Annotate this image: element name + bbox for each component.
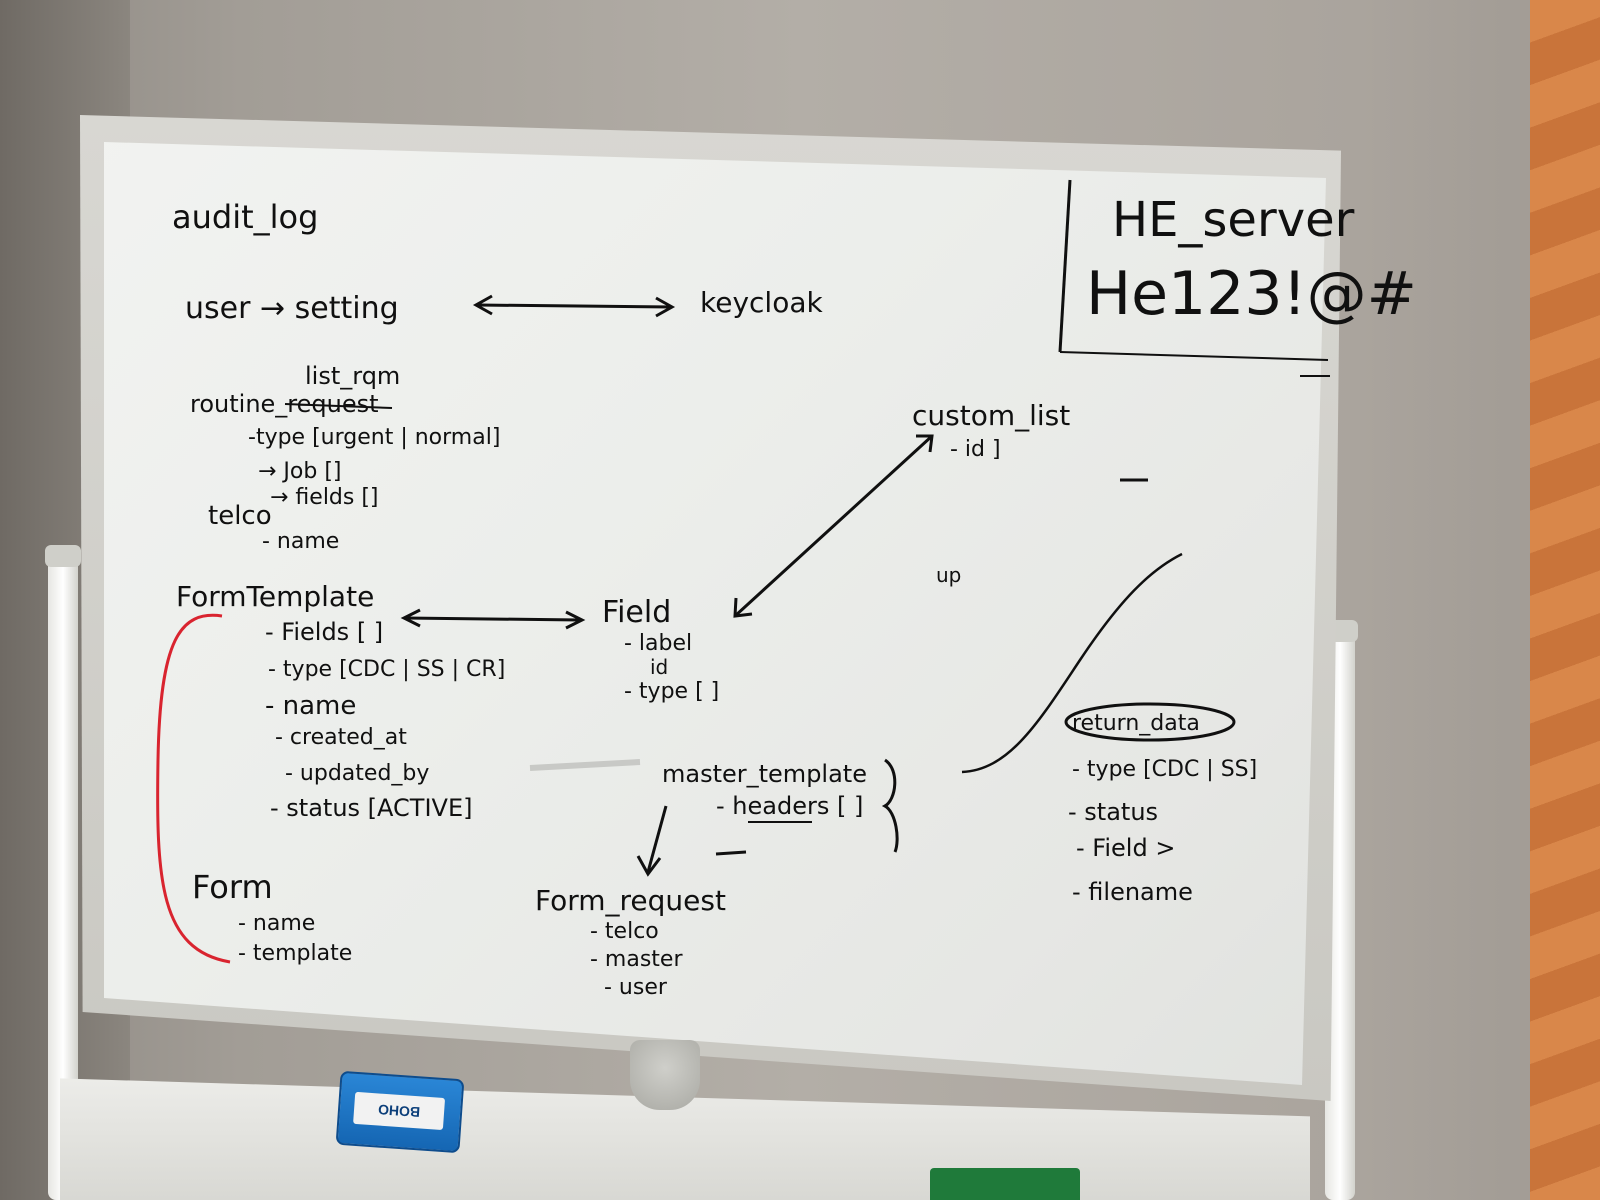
note-keycloak: keycloak bbox=[700, 286, 823, 319]
note-job: → Job [] bbox=[258, 459, 342, 484]
arrowhead-left bbox=[400, 608, 421, 628]
note-rd-type: - type [CDC | SS] bbox=[1072, 757, 1257, 782]
note-fr-telco: - telco bbox=[590, 919, 659, 944]
arrowhead-right bbox=[655, 296, 676, 318]
arrowhead-right bbox=[565, 610, 586, 630]
note-form-template: FormTemplate bbox=[176, 580, 374, 613]
circle-return-data bbox=[1064, 702, 1236, 742]
note-rd-filename: - filename bbox=[1072, 878, 1193, 906]
note-custom-list-id: - id ] bbox=[950, 437, 1001, 462]
note-fr-user: - user bbox=[604, 975, 668, 1000]
arrow-customlist-field bbox=[733, 434, 934, 618]
note-up: up bbox=[936, 563, 961, 587]
strike-through bbox=[284, 403, 393, 409]
note-headers: - headers [ ] bbox=[716, 792, 863, 820]
note-telco-name: - name bbox=[262, 529, 339, 554]
note-fields: → fields [] bbox=[270, 485, 379, 510]
arrowhead-up bbox=[916, 434, 934, 453]
tray-bracket bbox=[630, 1040, 700, 1110]
connector-line bbox=[961, 552, 1183, 774]
wooden-door bbox=[1530, 0, 1600, 1200]
note-field: Field bbox=[602, 595, 671, 630]
arrowhead-down bbox=[733, 597, 753, 618]
erased-smudge bbox=[529, 759, 641, 771]
note-list-reqs: list_rqm bbox=[305, 362, 400, 390]
arrow-master-formrequest bbox=[646, 805, 668, 873]
note-form: Form bbox=[192, 868, 273, 906]
note-master-template: master_template bbox=[662, 760, 867, 788]
arrow-user-keycloak bbox=[477, 303, 673, 309]
arrowhead-left bbox=[472, 294, 493, 316]
note-audit-log: audit_log bbox=[172, 198, 318, 236]
note-server-secret: He123!@# bbox=[1086, 259, 1417, 329]
stand-knob-left bbox=[45, 545, 81, 567]
note-form-request: Form_request bbox=[535, 884, 726, 917]
note-ft-type: - type [CDC | SS | CR] bbox=[268, 657, 505, 682]
note-routine-request: routine_request bbox=[190, 390, 379, 418]
arrow-fields-field bbox=[404, 616, 581, 622]
dash-mark bbox=[715, 850, 747, 856]
note-form-name: - name bbox=[238, 911, 315, 936]
note-type-urgent-normal: -type [urgent | normal] bbox=[248, 425, 500, 450]
note-user-setting: user → setting bbox=[185, 291, 399, 326]
server-box-bottom bbox=[1059, 351, 1329, 361]
note-ft-status: - status [ACTIVE] bbox=[270, 794, 472, 822]
server-box-divider bbox=[1058, 179, 1072, 353]
note-field-id: id bbox=[650, 655, 668, 679]
note-return-data: return_data bbox=[1072, 711, 1200, 736]
note-field-label: - label bbox=[624, 631, 692, 656]
note-field-type: - type [ ] bbox=[624, 679, 719, 704]
note-ft-name: - name bbox=[265, 691, 356, 721]
red-bracket bbox=[156, 613, 231, 964]
eraser-brand-label: BOHO bbox=[353, 1091, 446, 1131]
note-telco: telco bbox=[208, 501, 272, 531]
note-custom-list: custom_list bbox=[912, 399, 1070, 432]
note-ft-created: - created_at bbox=[275, 725, 407, 750]
note-fr-master: - master bbox=[590, 947, 683, 972]
note-ft-fields: - Fields [ ] bbox=[265, 618, 383, 646]
whiteboard-eraser[interactable]: BOHO bbox=[335, 1070, 465, 1154]
note-rd-status: - status bbox=[1068, 798, 1158, 826]
note-rd-field: - Field > bbox=[1076, 834, 1175, 862]
note-form-template-ref: - template bbox=[238, 941, 352, 966]
green-marker-box bbox=[930, 1168, 1080, 1200]
note-ft-updated: - updated_by bbox=[285, 761, 429, 786]
note-server-name: HE_server bbox=[1112, 192, 1355, 248]
curly-brace bbox=[881, 758, 899, 853]
arrowhead-down bbox=[636, 855, 662, 877]
